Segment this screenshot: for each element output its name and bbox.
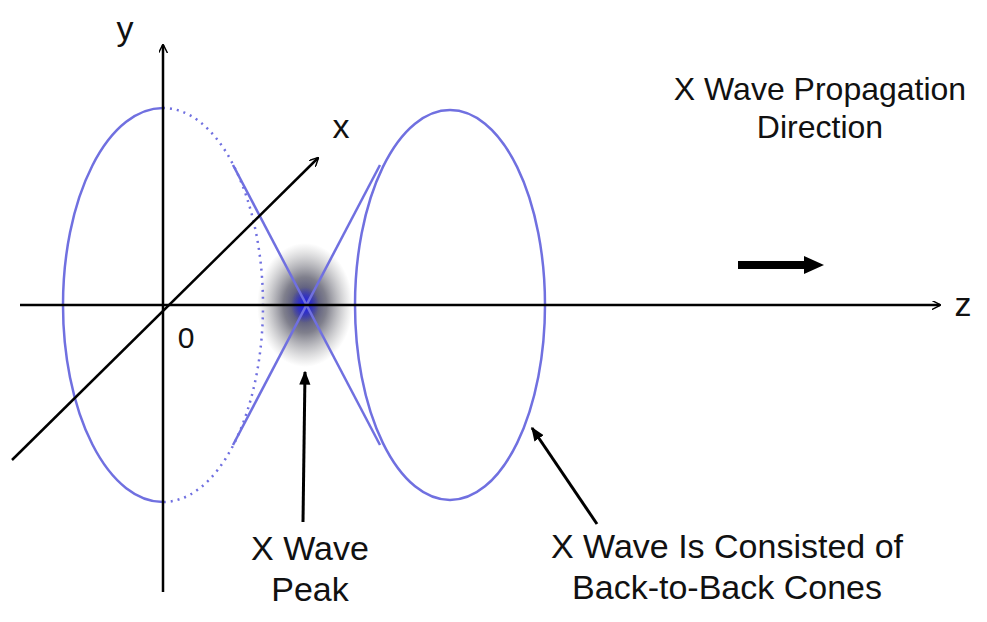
x-axis [12,158,318,460]
z-axis [20,304,940,307]
axis-label: z [952,284,975,325]
y-axis [162,45,165,592]
origin-label: 0 [175,320,198,356]
leader-arrow [532,428,597,524]
direction-arrow [738,261,808,269]
direction-label: X Wave Propagation Direction [663,70,977,147]
peak-label: X Wave Peak [248,528,372,610]
leader-arrow [303,372,305,522]
axis-label: y [114,8,137,49]
axis-label: x [330,106,353,147]
cone-label: X Wave Is Consisted of Back-to-Back Cone… [550,526,904,608]
direction-arrowhead [804,256,824,274]
